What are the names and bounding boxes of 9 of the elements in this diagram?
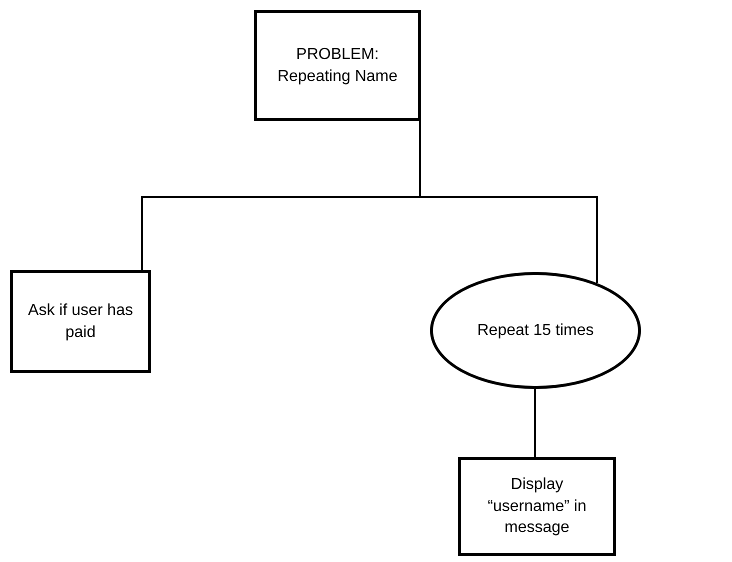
node-text: Ask if user has paid bbox=[27, 300, 134, 342]
process-box bbox=[10, 270, 151, 373]
connector-line bbox=[534, 389, 536, 457]
node-text: PROBLEM: Repeating Name bbox=[276, 44, 399, 86]
connector-line bbox=[419, 121, 598, 283]
node-text: Display “username” in message bbox=[486, 475, 588, 538]
problem-box bbox=[254, 10, 421, 121]
node-text: Repeat 15 times bbox=[477, 320, 594, 341]
process-box bbox=[458, 457, 616, 556]
